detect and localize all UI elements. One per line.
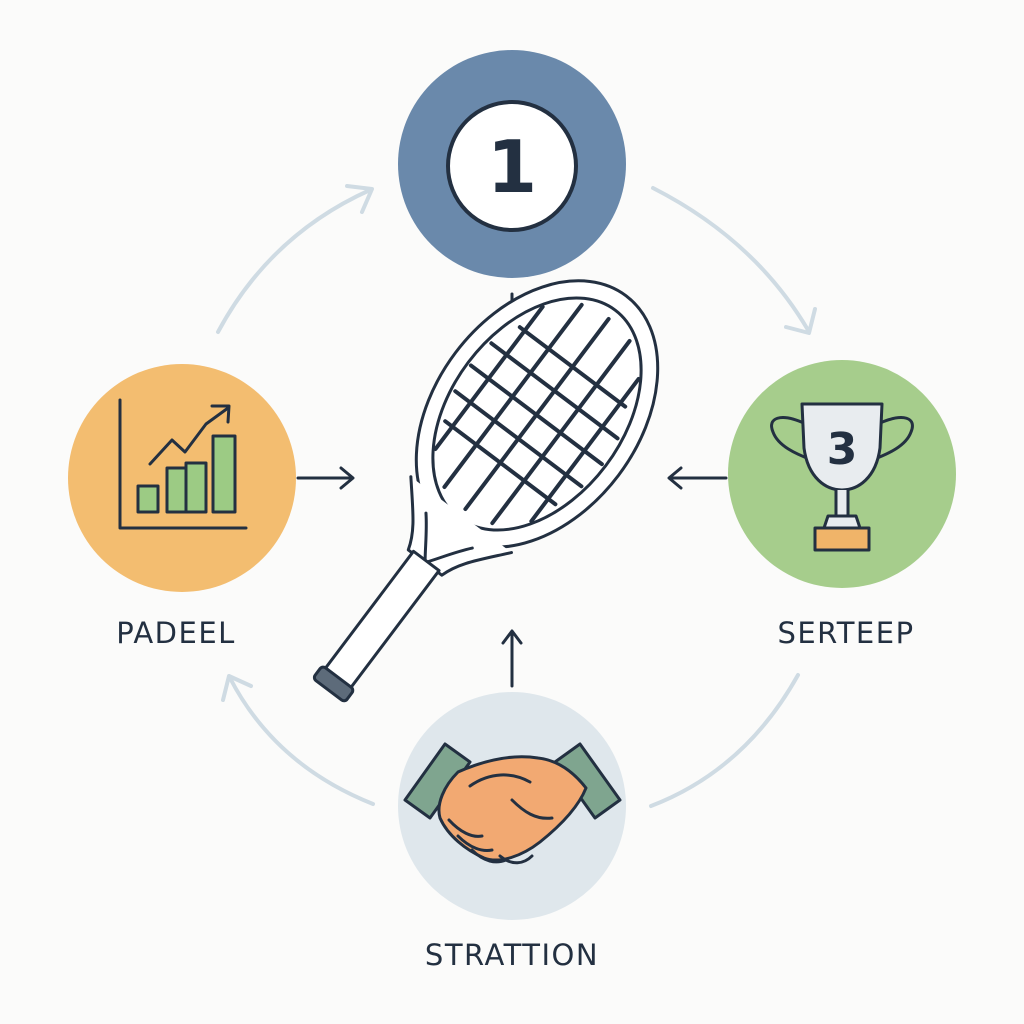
cycle-arrow-bottom-to-left-head — [221, 674, 253, 702]
node-right-label: SERTEEP — [777, 616, 915, 650]
number-badge-icon — [446, 100, 578, 232]
cycle-arrow-left-to-top — [216, 188, 372, 334]
connector-bottom-arrow — [501, 629, 523, 688]
node-top: 1 — [398, 50, 626, 278]
node-bottom — [398, 692, 626, 920]
cycle-arrow-left-to-top-head — [345, 184, 374, 214]
node-right: 3 — [728, 360, 956, 588]
trophy-icon — [770, 402, 914, 552]
trophy-number: 3 — [827, 424, 858, 475]
handshake-icon — [403, 742, 622, 865]
connector-right-arrow — [667, 466, 728, 490]
growth-chart-icon — [118, 398, 248, 530]
cycle-arrow-right-to-bottom — [649, 673, 800, 808]
node-left — [68, 364, 296, 592]
cycle-arrow-bottom-to-left — [228, 676, 375, 806]
padel-racket-icon — [312, 279, 660, 703]
node-bottom-label: STRATTION — [424, 938, 600, 972]
cycle-arrow-top-to-right — [651, 186, 810, 332]
connector-left-arrow — [296, 466, 355, 490]
node-left-label: PADEEL — [116, 616, 236, 650]
cycle-arrow-top-to-right-head — [784, 307, 817, 335]
step-number: 1 — [487, 125, 537, 209]
